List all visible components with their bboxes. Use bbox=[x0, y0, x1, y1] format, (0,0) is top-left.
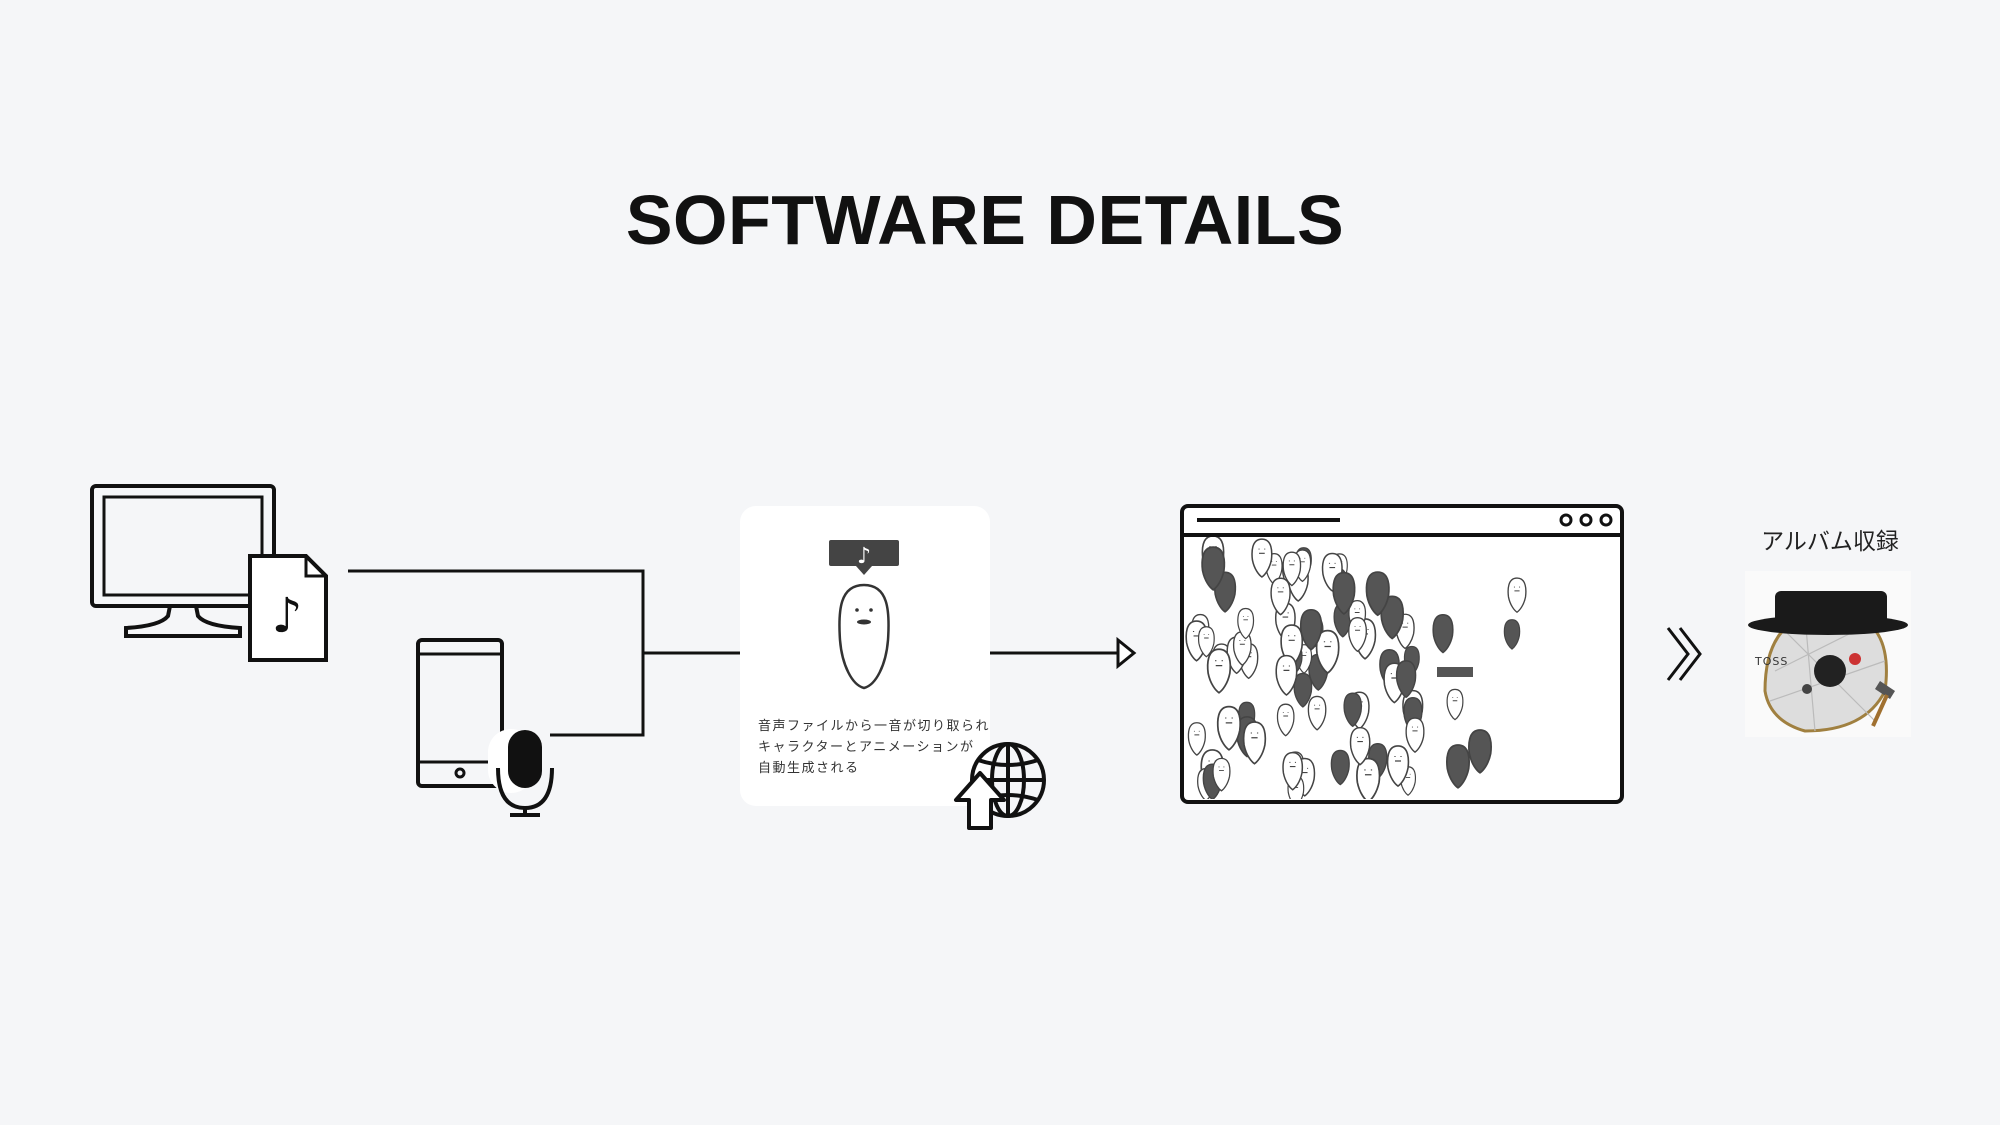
crowd-character bbox=[1356, 757, 1381, 799]
crowd-character bbox=[1507, 577, 1527, 614]
connector-lines bbox=[348, 569, 740, 737]
crowd-character bbox=[1282, 751, 1304, 791]
crowd-character bbox=[1343, 692, 1363, 728]
crowd-character bbox=[1468, 729, 1492, 774]
crowd-character bbox=[1432, 614, 1454, 654]
crowd-character bbox=[1201, 546, 1226, 591]
crowd-character bbox=[1503, 619, 1521, 650]
crowd-character bbox=[1332, 571, 1356, 615]
crowd-character bbox=[1405, 717, 1425, 753]
crowd-character bbox=[1232, 630, 1252, 666]
album-artwork bbox=[1745, 571, 1911, 737]
crowd-character bbox=[1299, 608, 1323, 651]
monitor-icon bbox=[90, 484, 276, 638]
page-title: SOFTWARE DETAILS bbox=[625, 181, 1345, 259]
crowd-character bbox=[1206, 648, 1232, 694]
crowd-character bbox=[1386, 745, 1410, 788]
crowd-character bbox=[1197, 626, 1215, 658]
crowd-character bbox=[1276, 703, 1295, 737]
crowd-character bbox=[1212, 757, 1231, 792]
crowd-character bbox=[1237, 607, 1255, 640]
svg-text:♪: ♪ bbox=[857, 544, 871, 569]
card-line: 自動生成される bbox=[758, 761, 860, 776]
crowd-character bbox=[1315, 629, 1340, 675]
crowd-character bbox=[1307, 695, 1327, 731]
card-line: 音声ファイルから一音が切り取られ bbox=[758, 719, 991, 734]
crowd-character bbox=[1348, 616, 1367, 653]
globe-upload-icon bbox=[954, 742, 1046, 830]
character-icon bbox=[838, 583, 890, 690]
crowd-character bbox=[1216, 705, 1242, 751]
crowd-speech-tag bbox=[1437, 667, 1473, 677]
crowd-character bbox=[1251, 538, 1273, 578]
arrow-to-browser bbox=[990, 636, 1137, 670]
crowd-character bbox=[1446, 688, 1464, 721]
crowd-character bbox=[1282, 551, 1302, 587]
crowd-character bbox=[1330, 749, 1350, 786]
crowd-character bbox=[1187, 722, 1206, 756]
browser-window-icon bbox=[1180, 504, 1624, 804]
card-description: 音声ファイルから一音が切り取られ キャラクターとアニメーションが 自動生成される bbox=[758, 716, 1008, 779]
crowd-character bbox=[1365, 571, 1390, 617]
crowd-character bbox=[1395, 660, 1417, 699]
album-cover-text: TOSS bbox=[1755, 655, 1789, 668]
svg-text:♪: ♪ bbox=[272, 588, 303, 644]
album-label: アルバム収録 bbox=[1761, 529, 1899, 555]
music-file-icon: ♪ bbox=[248, 554, 328, 662]
crowd-character bbox=[1270, 577, 1291, 616]
card-line: キャラクターとアニメーションが bbox=[758, 740, 975, 755]
microphone-icon bbox=[488, 729, 554, 817]
crowd-character bbox=[1275, 654, 1298, 696]
double-chevron-icon bbox=[1666, 627, 1702, 681]
crowd-character bbox=[1242, 721, 1267, 765]
crowd-character bbox=[1349, 726, 1371, 766]
album-cover: TOSS bbox=[1745, 571, 1911, 737]
crowd-character bbox=[1446, 744, 1470, 789]
